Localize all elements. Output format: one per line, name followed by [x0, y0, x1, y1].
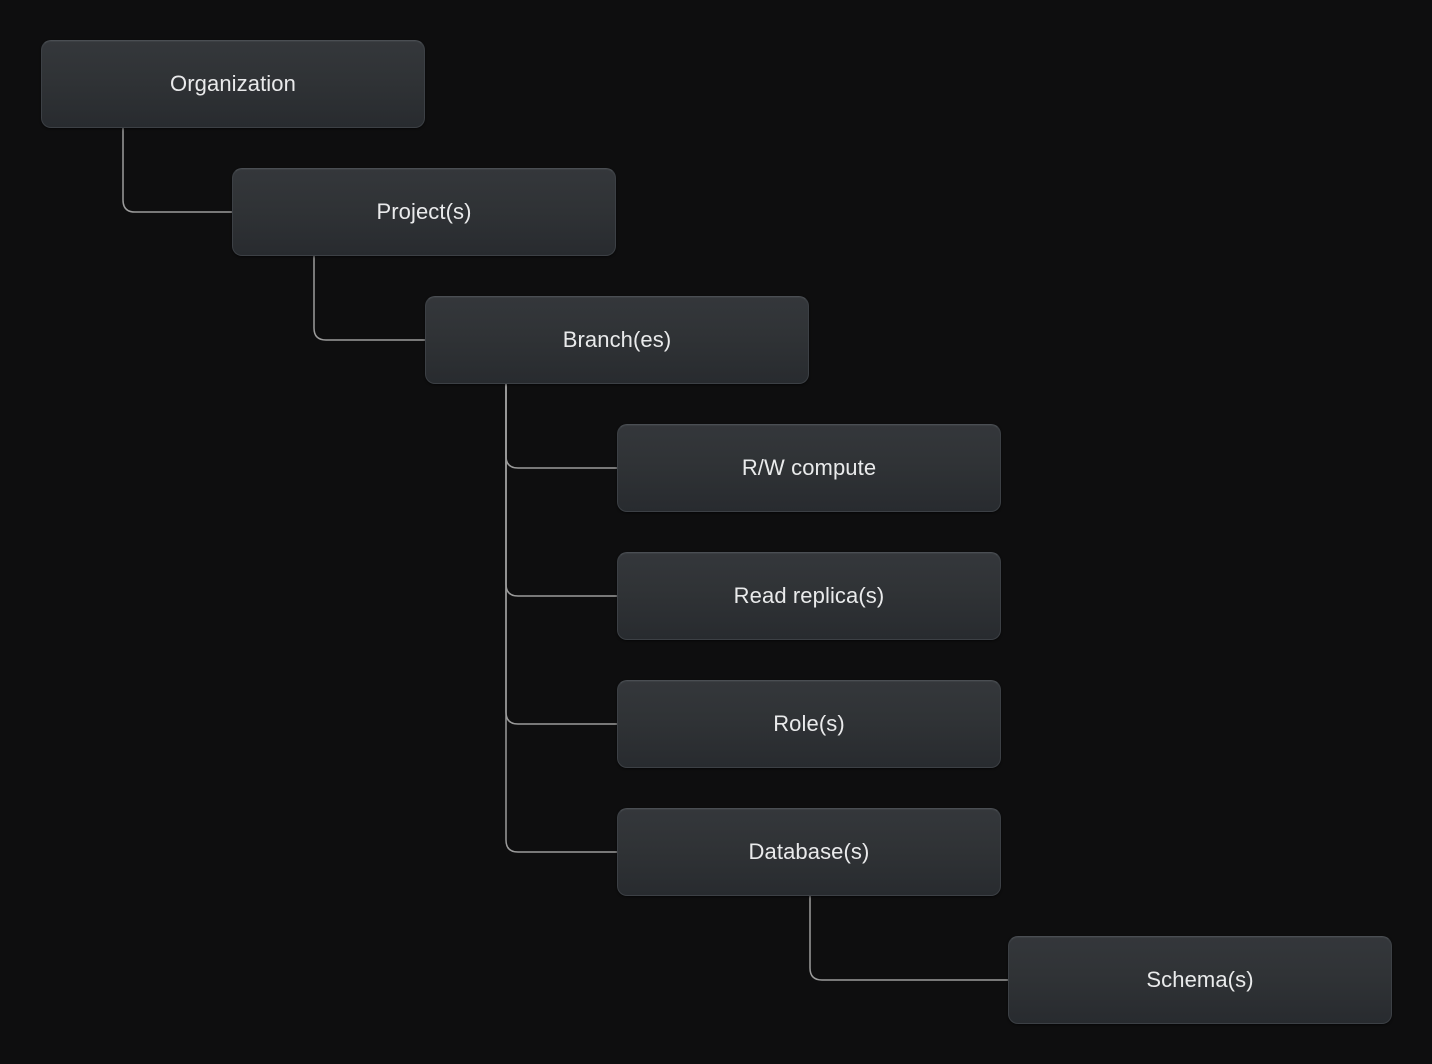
node-role[interactable]: Role(s) [617, 680, 1001, 768]
edge-branch-to-rw-compute [505, 383, 618, 469]
node-label: Database(s) [748, 839, 870, 864]
edge-organization-to-project [122, 127, 233, 213]
node-rw-compute[interactable]: R/W compute [617, 424, 1001, 512]
node-project[interactable]: Project(s) [232, 168, 616, 256]
edge-branch-to-database [505, 383, 618, 853]
node-label: Branch(es) [562, 327, 672, 352]
node-read-replica[interactable]: Read replica(s) [617, 552, 1001, 640]
node-label: Project(s) [376, 199, 472, 224]
edge-project-to-branch [313, 255, 426, 341]
node-database[interactable]: Database(s) [617, 808, 1001, 896]
node-branch[interactable]: Branch(es) [425, 296, 809, 384]
node-label: Read replica(s) [733, 583, 885, 608]
edge-database-to-schema [809, 895, 1009, 981]
node-label: R/W compute [741, 455, 877, 480]
node-schema[interactable]: Schema(s) [1008, 936, 1392, 1024]
edge-branch-to-role [505, 383, 618, 725]
node-organization[interactable]: Organization [41, 40, 425, 128]
edge-branch-to-read-replica [505, 383, 618, 597]
node-label: Organization [170, 71, 296, 96]
node-label: Role(s) [773, 711, 845, 736]
node-label: Schema(s) [1146, 967, 1254, 992]
